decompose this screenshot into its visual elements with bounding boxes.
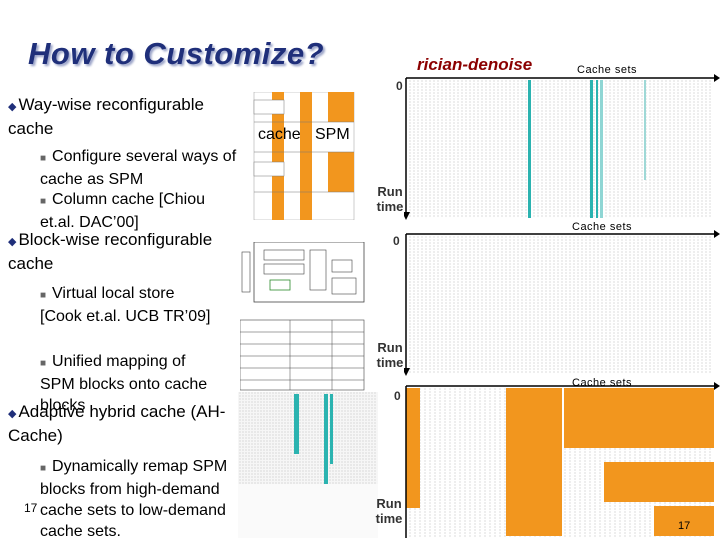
square-bullet-icon: ■ [40, 196, 47, 207]
slide-number-left: 17 [24, 501, 38, 515]
plot2-heatmap [404, 230, 720, 376]
sub-bullet-2: ■Column cache [Chiou et.al. DAC’00] [40, 191, 206, 231]
square-bullet-icon: ■ [40, 290, 47, 301]
plot3-y-label: Run time [375, 496, 403, 526]
plot2-y-label: Run time [376, 340, 404, 370]
square-bullet-icon: ■ [40, 358, 47, 369]
heatmap-hot-column [528, 80, 531, 218]
square-bullet-icon: ■ [40, 463, 47, 474]
way-wise-cache-diagram [253, 92, 355, 220]
sub-bullet-3: ■Virtual local store [Cook et.al. UCB TR… [40, 285, 211, 325]
slide-number-right: 17 [678, 520, 691, 532]
heatmap-hot-column [644, 80, 646, 180]
plot2-zero: 0 [393, 234, 400, 248]
spm-label: SPM [315, 126, 350, 143]
bullet-ah-cache: ◆Adaptive hybrid cache (AH-Cache) [8, 402, 226, 445]
plot-header: rician-denoise [417, 55, 533, 74]
plot2-x-label: Cache sets [572, 221, 633, 233]
slide-title: How to Customize? [28, 36, 325, 71]
plot1-y-label: Run time [376, 184, 404, 214]
bullet-text: Way-wise reconfigurable cache [8, 95, 204, 138]
ah-cache-remap-diagram [238, 392, 378, 538]
plot1-zero: 0 [396, 79, 403, 93]
diamond-bullet-icon: ◆ [8, 101, 17, 113]
plot1-x-label: Cache sets [577, 64, 638, 76]
sub-bullet-1: ■Configure several ways of cache as SPM [40, 148, 237, 188]
heatmap-hot-column [600, 80, 603, 218]
bullet-block-wise: ◆Block-wise reconfigurable cache [8, 230, 213, 273]
plot3-heatmap [405, 382, 720, 540]
plot3-zero: 0 [394, 389, 401, 403]
sub-bullet-4: ■Unified mapping of SPM blocks onto cach… [40, 353, 208, 414]
bullet-way-wise: ◆Way-wise reconfigurable cache [8, 94, 248, 139]
cache-label: cache [258, 126, 301, 143]
heatmap-hot-column [590, 80, 593, 218]
square-bullet-icon: ■ [40, 153, 47, 164]
heatmap-hot-column [596, 80, 598, 218]
sub-bullet-5: ■Dynamically remap SPM blocks from high-… [40, 458, 228, 540]
diamond-bullet-icon: ◆ [8, 408, 17, 420]
virtual-local-store-diagram [240, 242, 365, 391]
plot1-heatmap [404, 74, 720, 220]
diamond-bullet-icon: ◆ [8, 236, 17, 248]
